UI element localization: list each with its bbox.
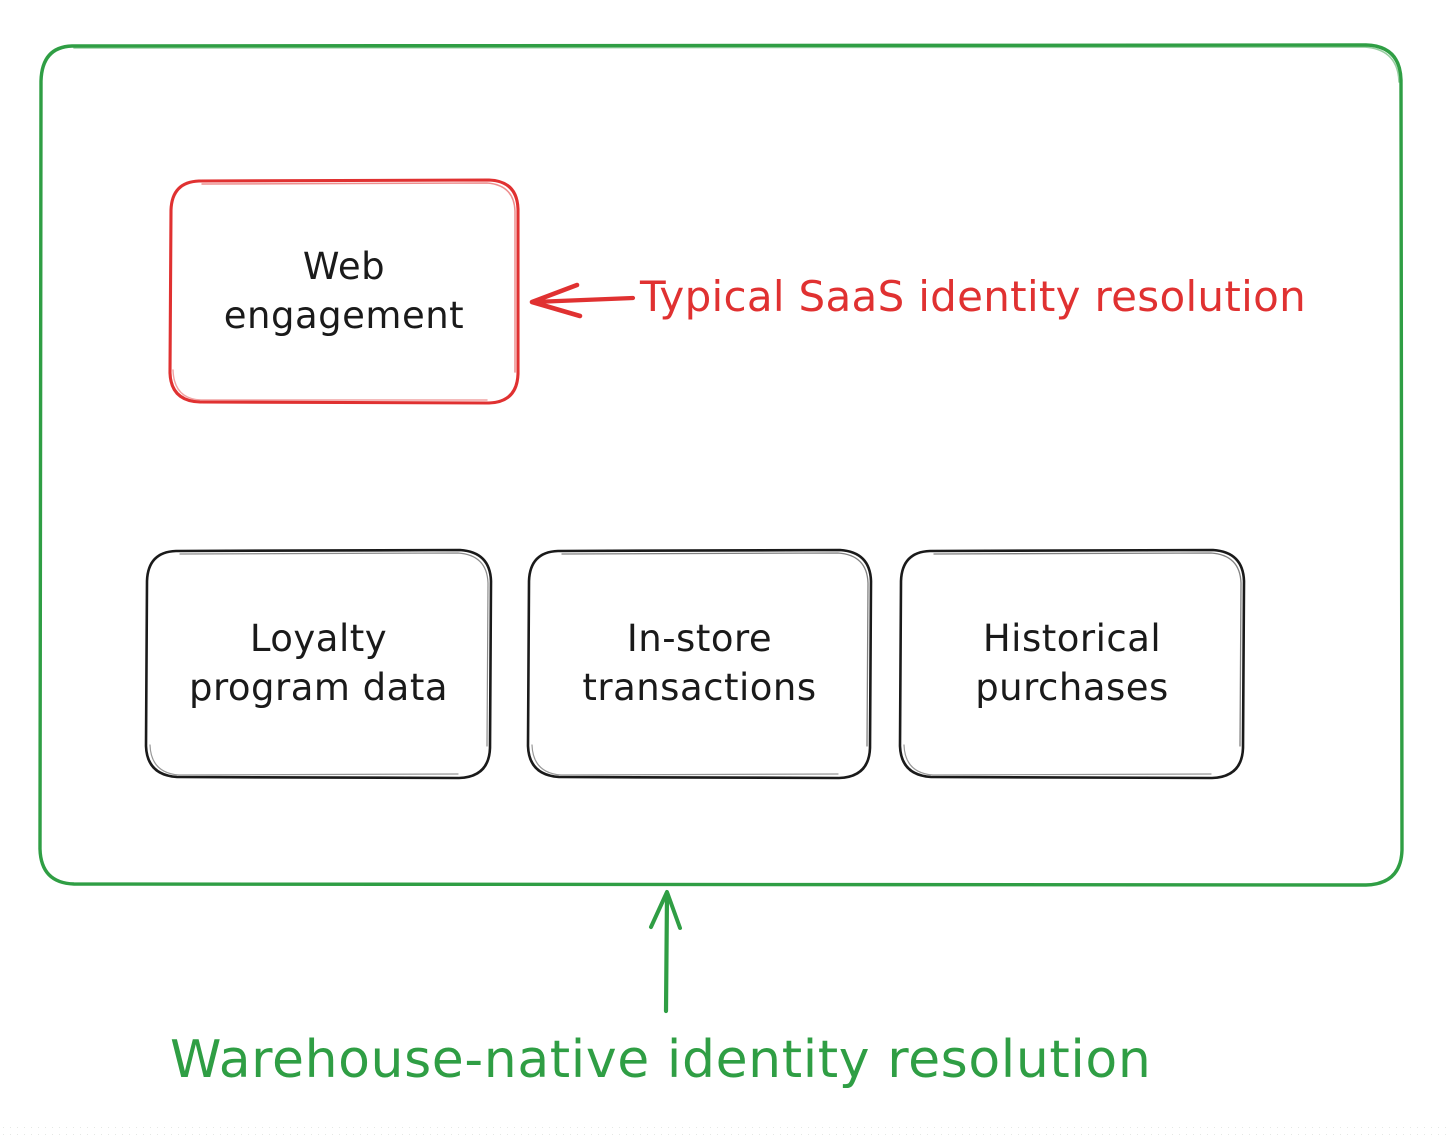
web-engagement-box-label: Web engagement bbox=[223, 245, 465, 337]
loyalty-box-label: Loyalty program data bbox=[188, 617, 449, 709]
up-arrow-icon bbox=[649, 890, 682, 1014]
saas-annotation-label: Typical SaaS identity resolution bbox=[640, 272, 1306, 321]
warehouse-annotation-label: Warehouse-native identity resolution bbox=[170, 1030, 1152, 1090]
left-arrow-icon bbox=[529, 282, 636, 319]
historical-box-label: Historical purchases bbox=[975, 617, 1169, 709]
in-store-box-label: In-store transactions bbox=[582, 617, 817, 709]
page-edge-texture bbox=[0, 1124, 1446, 1138]
